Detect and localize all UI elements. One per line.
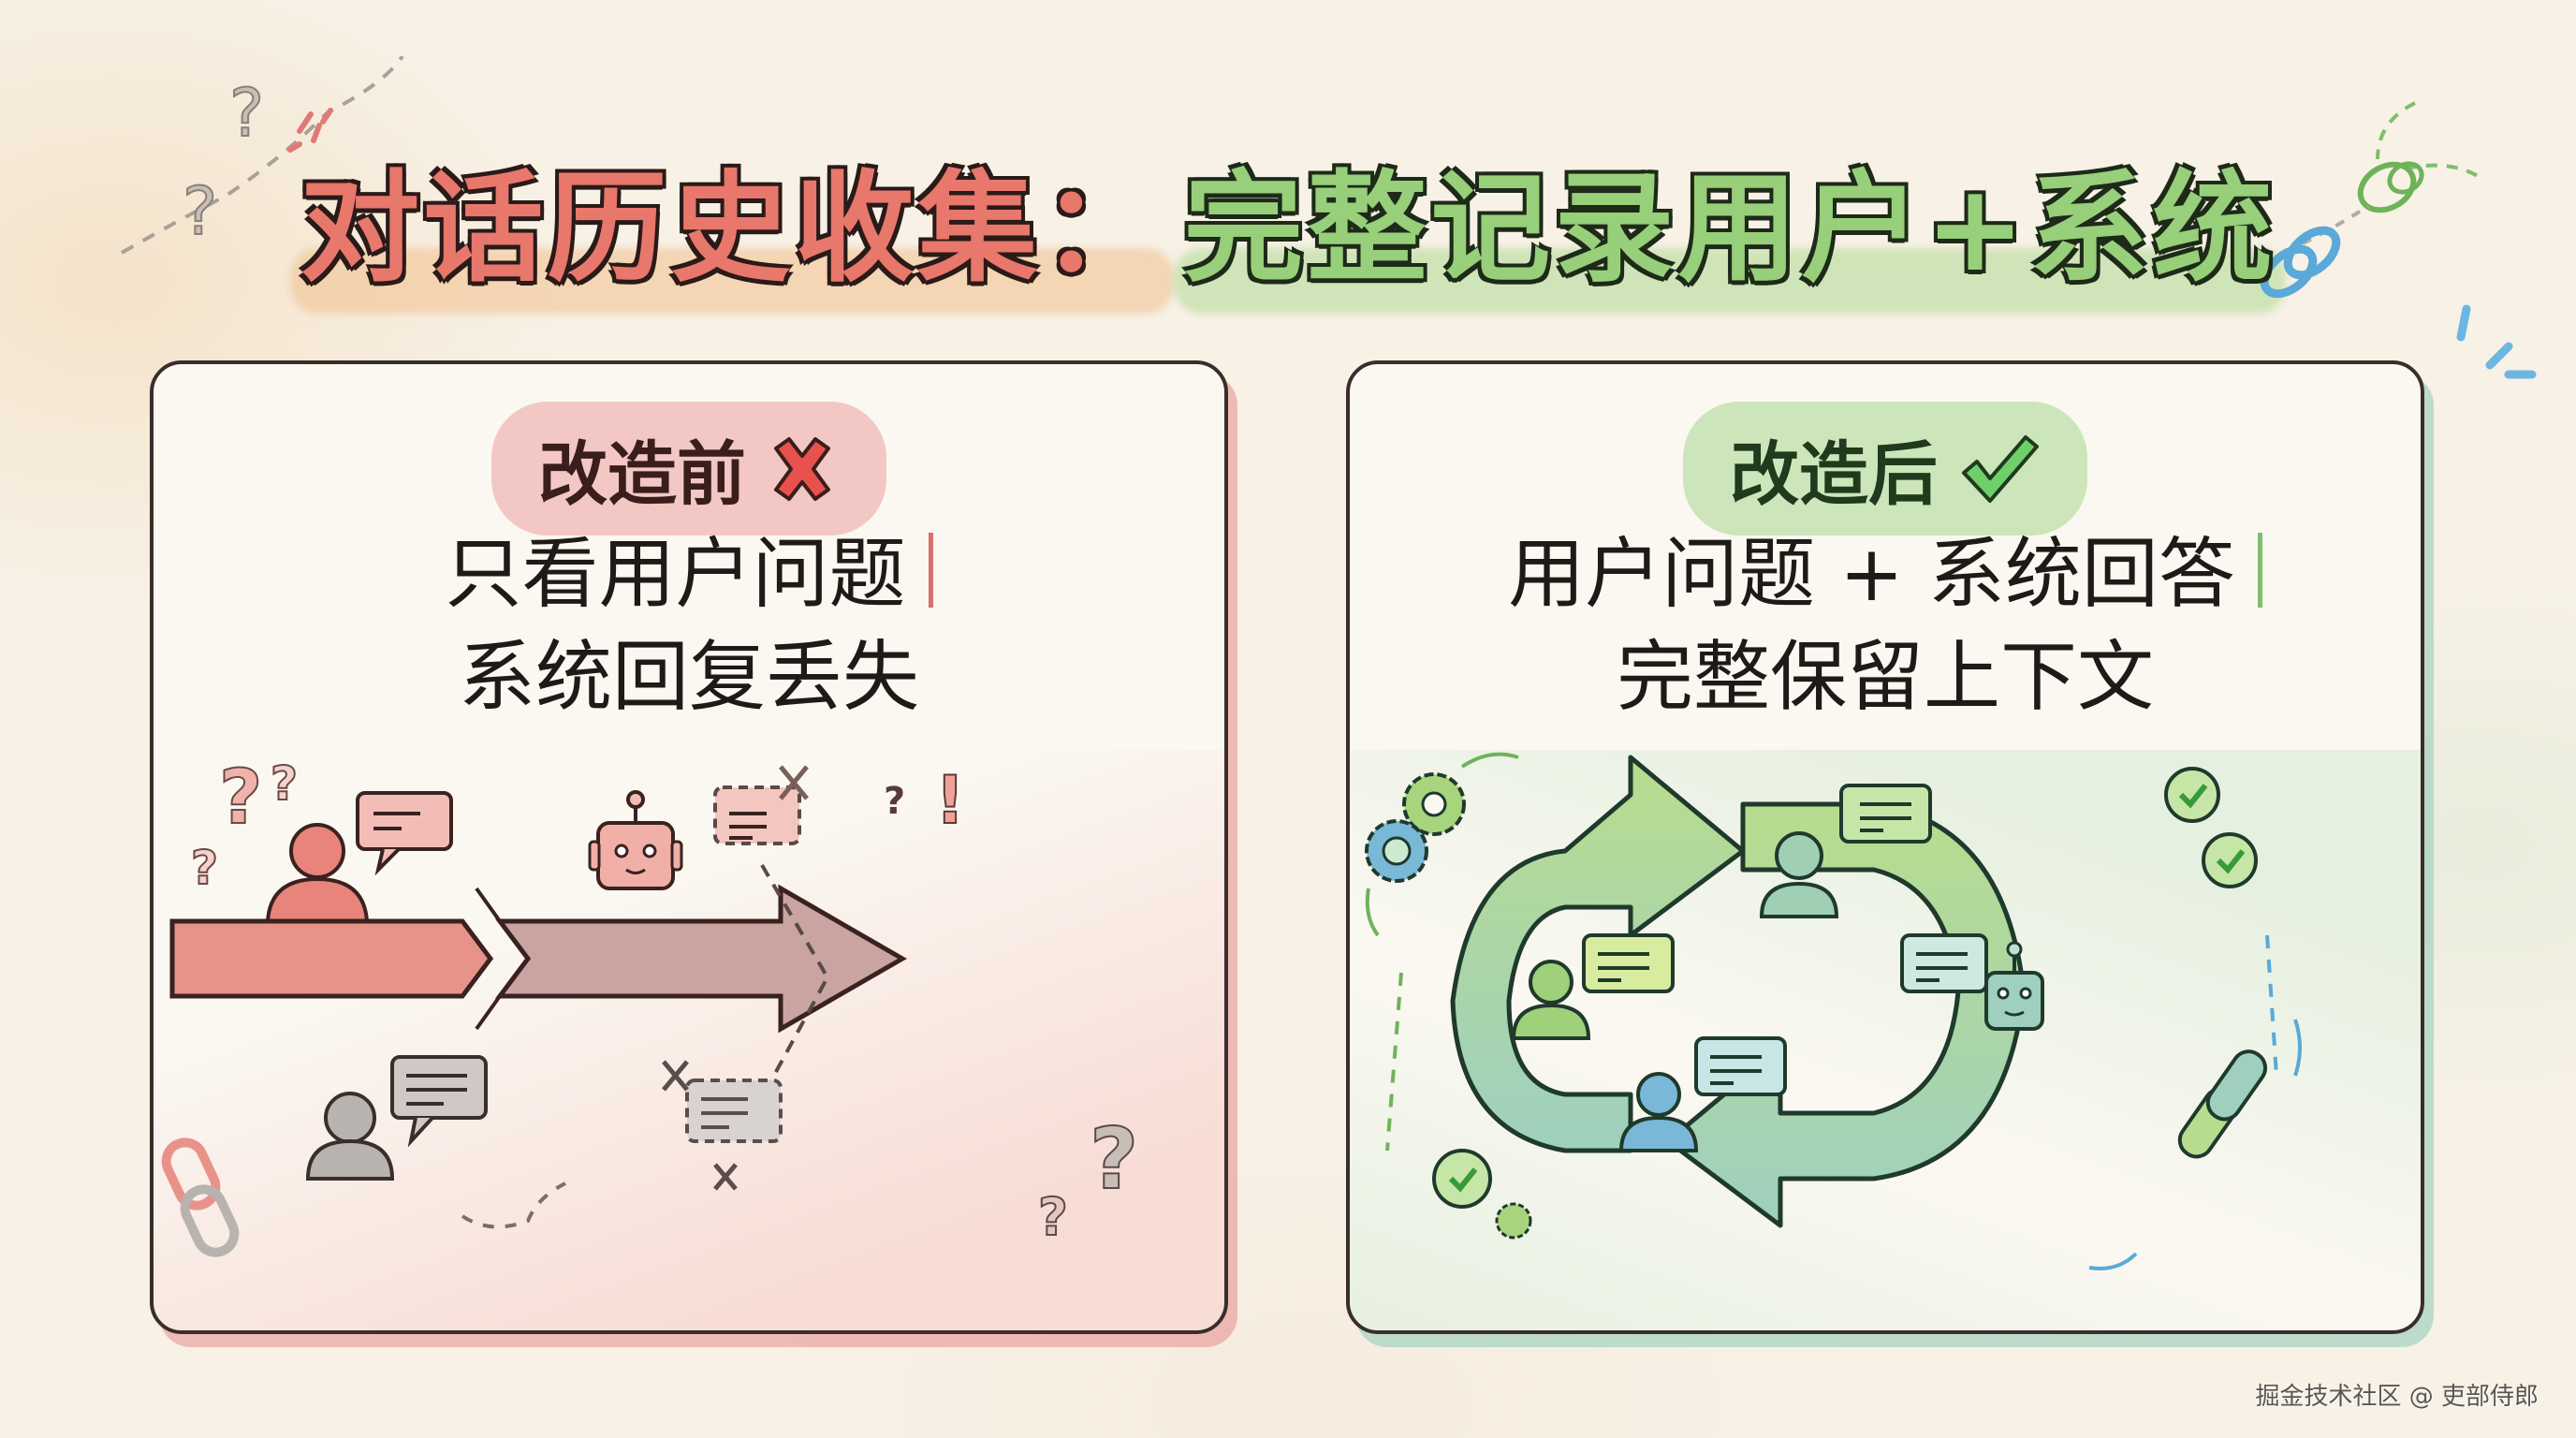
user-icon	[1511, 933, 1675, 1040]
svg-text:?: ?	[191, 841, 218, 895]
text-cursor	[2257, 533, 2262, 608]
cross-icon	[774, 436, 830, 501]
title-part-green: 完整记录用户+系统	[1183, 159, 2276, 299]
before-line-2: 系统回复丢失	[458, 633, 919, 722]
after-description: 用户问题 + 系统回答 完整保留上下文	[1350, 523, 2421, 729]
svg-text:?: ?	[219, 754, 262, 841]
svg-text:?: ?	[271, 756, 298, 811]
before-panel: 改造前 只看用户问题 系统回复丢失 ? ? ? ? ? ? !	[150, 360, 1228, 1334]
user-icon	[265, 823, 370, 923]
speech-bubble-icon	[356, 791, 453, 876]
svg-text:?: ?	[183, 173, 217, 250]
after-badge-label: 改造后	[1730, 434, 1938, 515]
before-line-1: 只看用户问题	[445, 530, 906, 619]
complete-cycle-illustration	[1365, 752, 2302, 1270]
svg-text:?: ?	[229, 75, 264, 152]
grey-user-icon	[305, 1092, 395, 1181]
before-badge-label: 改造前	[538, 434, 746, 515]
lost-speech-bubble-icon	[713, 765, 809, 845]
gear-icon	[1365, 772, 1532, 1240]
checkmark-icon	[1962, 434, 2039, 503]
before-badge: 改造前	[154, 402, 1224, 536]
svg-text:?: ?	[1038, 1187, 1068, 1247]
after-line-2: 完整保留上下文	[1616, 633, 2154, 722]
user-icon	[1618, 1036, 1787, 1152]
watermark: 掘金技术社区 @ 吏部侍郎	[2255, 1383, 2539, 1411]
robot-icon	[588, 790, 683, 890]
after-panel: 改造后 用户问题 + 系统回答 完整保留上下文	[1346, 360, 2424, 1334]
check-circle-icon	[1432, 767, 2258, 1209]
svg-text:?: ?	[884, 780, 905, 823]
chain-link-icon	[2177, 1049, 2268, 1159]
broken-arrow-icon	[169, 863, 908, 1081]
before-description: 只看用户问题 系统回复丢失	[154, 523, 1224, 729]
lost-grey-speech-bubble-icon	[662, 1060, 783, 1191]
grey-speech-bubble-icon	[390, 1055, 488, 1148]
page-title: 对话历史收集：完整记录用户+系统	[0, 131, 2576, 314]
broken-chain-icon	[161, 1137, 240, 1257]
title-part-red: 对话历史收集：	[300, 159, 1165, 299]
chain-links-decoration-icon	[2260, 101, 2537, 379]
question-mark-icons: ? ? ? ? ? ? !	[190, 753, 1139, 1248]
after-line-1: 用户问题 + 系统回答	[1508, 530, 2235, 619]
after-badge: 改造后	[1350, 402, 2421, 536]
text-cursor	[928, 533, 933, 608]
svg-text:!: !	[935, 762, 965, 839]
user-icon	[1759, 784, 1932, 918]
question-marks-decoration-icon: ? ?	[121, 56, 404, 255]
robot-icon	[1900, 933, 2044, 1031]
svg-text:?: ?	[1090, 1110, 1138, 1209]
broken-flow-illustration: ? ? ? ? ? ? !	[161, 753, 1139, 1257]
